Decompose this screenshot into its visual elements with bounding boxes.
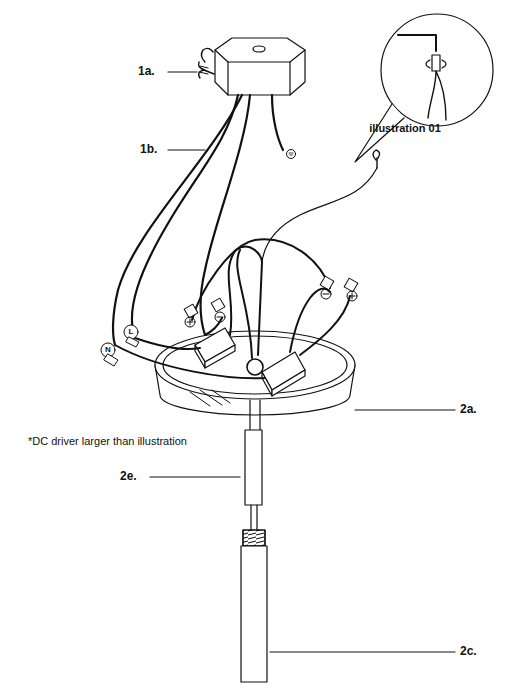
wire-tag: L	[129, 328, 134, 337]
driver-wires	[115, 239, 350, 378]
extension-rod	[241, 530, 267, 682]
callout-number: 1b.	[140, 143, 157, 156]
wire-tag: N	[105, 346, 111, 355]
leader-line	[270, 651, 455, 652]
leader-line	[355, 409, 455, 410]
detail-caption: illustration 01	[369, 122, 441, 134]
terminal-connector	[184, 276, 358, 327]
note-text: *DC driver larger than illustration	[28, 435, 187, 447]
power-wires	[113, 95, 283, 345]
canopy	[199, 38, 305, 95]
stem-rod	[245, 400, 262, 530]
callout-number: 1a.	[138, 65, 155, 78]
callout-number: 2e.	[120, 470, 137, 483]
detail-callout	[355, 14, 493, 162]
leader-line	[168, 149, 205, 150]
base-canopy	[155, 331, 355, 415]
callout-number: 2a.	[460, 403, 477, 416]
leader-line	[168, 71, 197, 72]
leader-line	[150, 476, 240, 477]
callout-number: 2c.	[460, 645, 477, 658]
